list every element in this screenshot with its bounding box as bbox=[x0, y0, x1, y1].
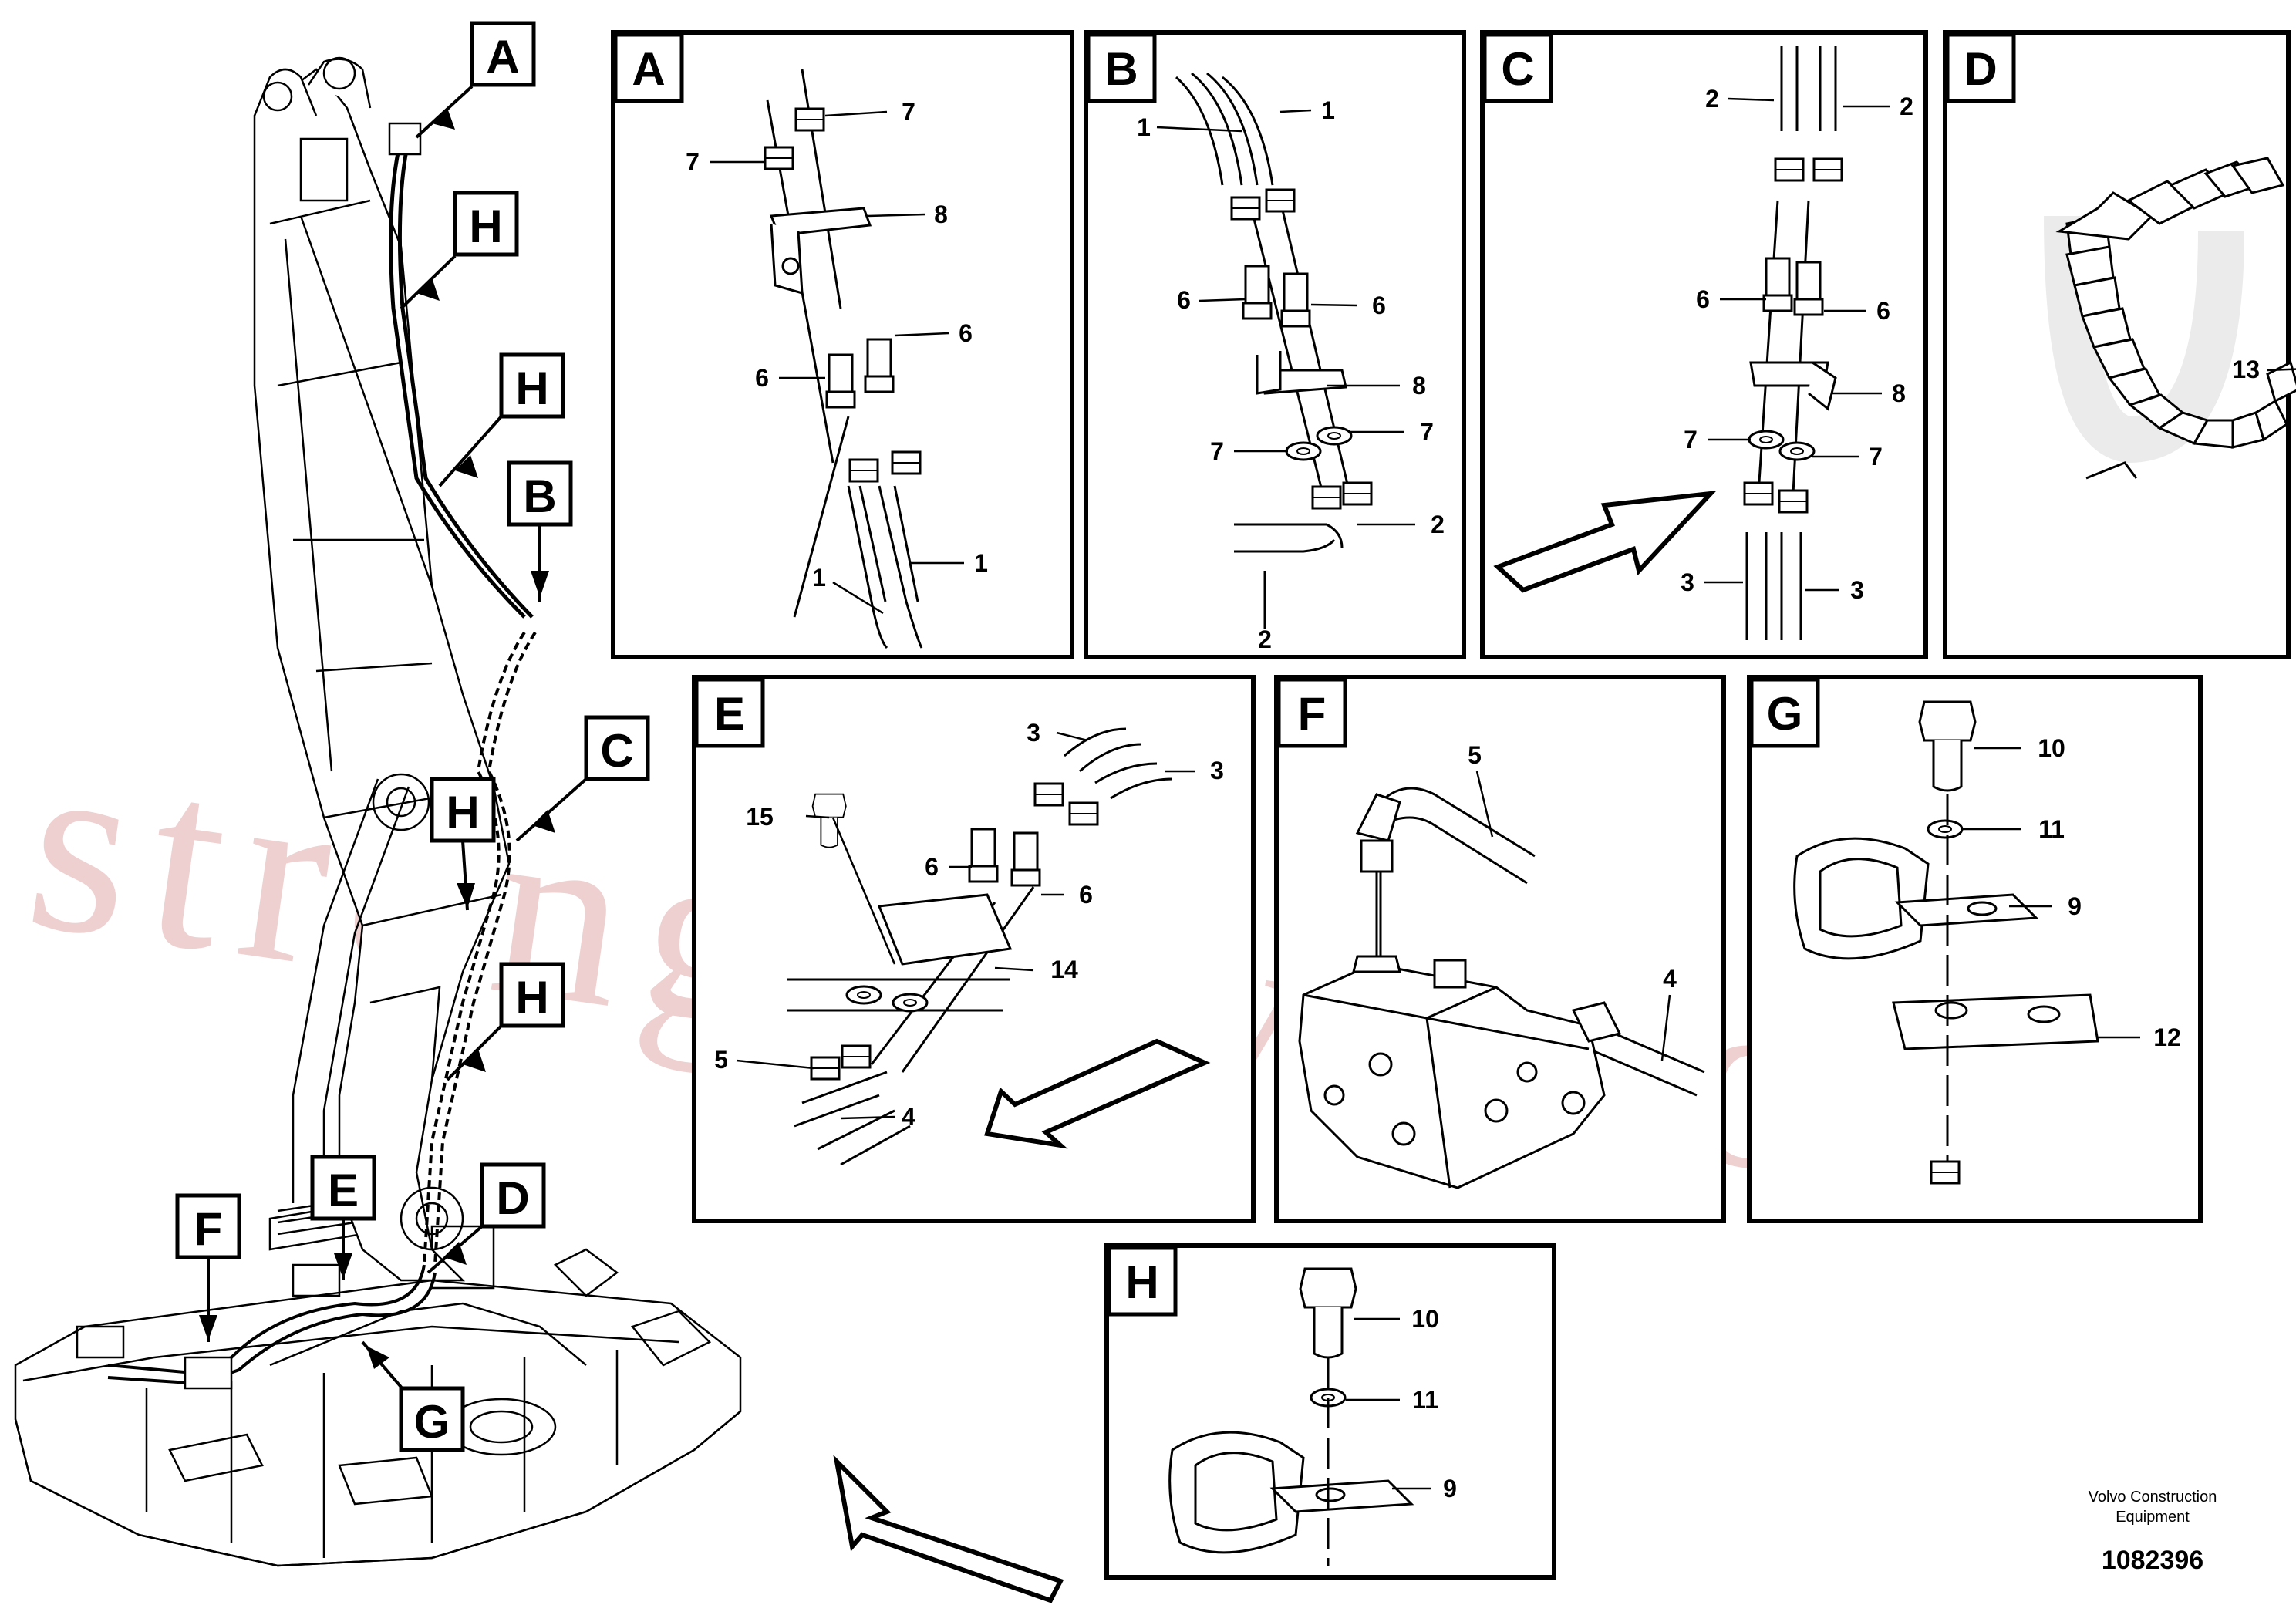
panel-e-label-1: 3 bbox=[1027, 719, 1040, 747]
panel-g-label-3: 9 bbox=[2068, 892, 2082, 920]
panel-b: B 1 bbox=[1084, 30, 1466, 659]
panel-e-label-2: 3 bbox=[1210, 757, 1224, 784]
callout-letter-c: C bbox=[600, 725, 633, 777]
panel-c-direction-arrow bbox=[1493, 491, 1717, 593]
view-direction-arrow bbox=[833, 1455, 1064, 1603]
company-name-line1: Volvo Construction bbox=[2088, 1489, 2217, 1506]
callout-h4: H bbox=[446, 962, 565, 1081]
callout-e: E bbox=[310, 1155, 376, 1280]
callout-b: B bbox=[507, 460, 573, 602]
callout-letter-h1: H bbox=[469, 201, 502, 252]
callout-g: G bbox=[361, 1340, 465, 1452]
panel-g-label-1: 10 bbox=[2038, 734, 2065, 762]
panel-c-label-7: 7 bbox=[1869, 443, 1883, 470]
panel-e-direction-arrow bbox=[984, 1038, 1211, 1149]
panel-b-label-9: 2 bbox=[1258, 626, 1272, 653]
panel-c-label-9: 3 bbox=[1850, 576, 1864, 604]
callout-letter-a: A bbox=[486, 31, 519, 83]
panel-f-label-2: 4 bbox=[1663, 965, 1677, 993]
panel-e-letter: E bbox=[714, 688, 745, 740]
panel-b-label-7: 7 bbox=[1420, 418, 1434, 446]
spiral-wrap bbox=[2044, 157, 2296, 480]
panel-b-label-8: 2 bbox=[1431, 511, 1445, 538]
panel-f: F 5 4 bbox=[1274, 675, 1726, 1223]
overview-callouts: A H H B C H bbox=[175, 21, 650, 1452]
panel-h-letter: H bbox=[1125, 1256, 1158, 1308]
panel-e-label-8: 4 bbox=[902, 1103, 915, 1131]
panel-b-label-5: 8 bbox=[1412, 372, 1426, 400]
panel-g-label-4: 12 bbox=[2153, 1023, 2181, 1051]
panel-c-label-8: 3 bbox=[1681, 568, 1694, 596]
panel-f-letter: F bbox=[1298, 688, 1327, 740]
panel-a-letter: A bbox=[632, 43, 665, 95]
panel-h: H 10 11 9 bbox=[1104, 1243, 1556, 1580]
panel-c-label-4: 6 bbox=[1876, 297, 1890, 325]
panel-e-label-5: 6 bbox=[1079, 881, 1093, 909]
panel-a-label-3: 8 bbox=[934, 201, 948, 228]
panel-c-label-1: 2 bbox=[1705, 85, 1719, 113]
panel-d: D 13 bbox=[1943, 30, 2296, 659]
panel-c: C bbox=[1480, 30, 1928, 659]
panel-b-label-3: 6 bbox=[1177, 286, 1191, 314]
panel-b-label-6: 7 bbox=[1210, 437, 1224, 465]
excavator-overview bbox=[14, 56, 742, 1567]
callout-h2: H bbox=[438, 352, 565, 487]
panel-h-label-3: 9 bbox=[1443, 1475, 1457, 1502]
company-name-line2: Equipment bbox=[2116, 1509, 2190, 1526]
panel-e-label-3: 15 bbox=[746, 803, 774, 831]
panel-c-label-6: 7 bbox=[1684, 426, 1698, 454]
panel-b-label-4: 6 bbox=[1372, 292, 1386, 319]
panel-c-label-3: 6 bbox=[1696, 285, 1710, 313]
panel-b-label-2: 1 bbox=[1321, 96, 1335, 124]
callout-d: D bbox=[426, 1162, 546, 1274]
panel-a: A 7 7 8 6 6 bbox=[611, 30, 1074, 659]
panel-b-letter: B bbox=[1104, 43, 1138, 95]
panel-a-label-1: 7 bbox=[902, 98, 915, 126]
panel-d-label-1: 13 bbox=[2232, 356, 2260, 383]
panel-f-label-1: 5 bbox=[1468, 741, 1482, 769]
panel-h-label-1: 10 bbox=[1411, 1305, 1439, 1333]
panel-c-label-5: 8 bbox=[1892, 379, 1906, 407]
panel-h-label-2: 11 bbox=[1412, 1386, 1438, 1414]
callout-letter-e: E bbox=[328, 1165, 359, 1216]
panel-a-label-6: 1 bbox=[812, 564, 826, 592]
panel-g-label-2: 11 bbox=[2038, 815, 2065, 843]
callout-letter-f: F bbox=[194, 1203, 223, 1255]
callout-h1: H bbox=[400, 191, 519, 310]
panel-e-label-7: 5 bbox=[714, 1046, 728, 1074]
callout-letter-g: G bbox=[414, 1396, 450, 1448]
callout-c: C bbox=[515, 715, 650, 842]
callout-h3: H bbox=[430, 777, 496, 911]
panel-a-label-4: 6 bbox=[959, 319, 973, 347]
drawing-number: 1082396 bbox=[2101, 1546, 2204, 1575]
panel-a-label-7: 1 bbox=[974, 549, 988, 577]
callout-f: F bbox=[175, 1193, 241, 1342]
callout-letter-h2: H bbox=[515, 363, 548, 414]
panel-c-label-2: 2 bbox=[1900, 93, 1913, 120]
panel-a-label-5: 6 bbox=[755, 364, 769, 392]
callout-letter-h4: H bbox=[515, 972, 548, 1023]
panel-g: G 10 11 9 12 bbox=[1747, 675, 2203, 1223]
callout-letter-b: B bbox=[523, 470, 556, 522]
callout-a: A bbox=[415, 21, 536, 139]
panel-e: E bbox=[692, 675, 1256, 1223]
panel-a-label-2: 7 bbox=[686, 148, 700, 176]
panel-e-label-6: 14 bbox=[1050, 956, 1078, 983]
callout-letter-d: D bbox=[496, 1172, 529, 1224]
panel-g-letter: G bbox=[1767, 688, 1803, 740]
panel-d-letter: D bbox=[1964, 43, 1997, 95]
panel-b-label-1: 1 bbox=[1137, 113, 1151, 141]
panel-c-letter: C bbox=[1501, 43, 1534, 95]
callout-letter-h3: H bbox=[446, 787, 479, 838]
panel-e-label-4: 6 bbox=[925, 853, 939, 881]
